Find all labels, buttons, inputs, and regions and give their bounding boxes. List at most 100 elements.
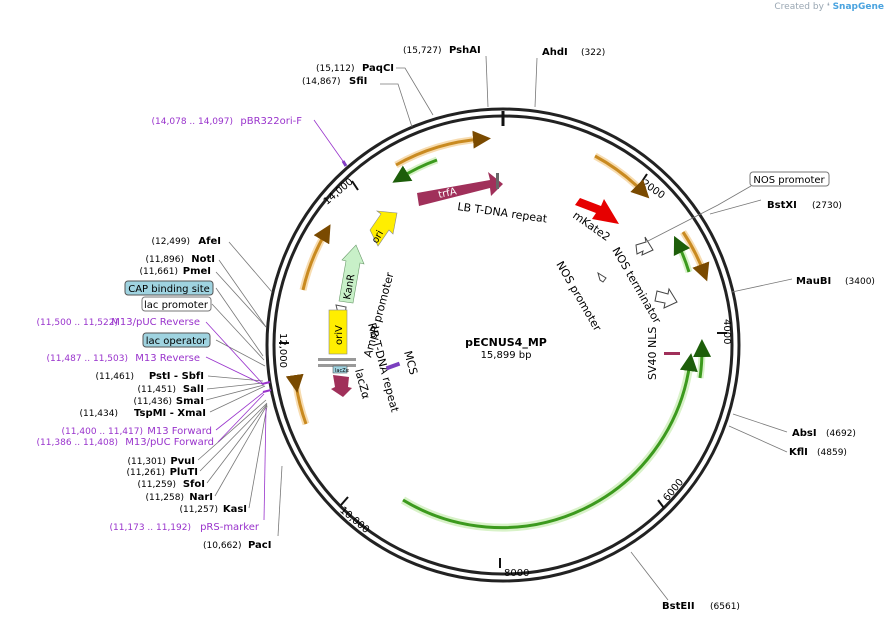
primer-pbr322ori-f-pos: (14,078 .. 14,097) (152, 117, 233, 127)
enzyme-ahdi-pos: (322) (581, 48, 605, 58)
plasmid-name: pECNUS4_MP (465, 336, 547, 349)
leader-lines-right (277, 55, 793, 601)
enzyme-tspmi-xmai-pos: (11,434) (79, 409, 118, 419)
trfa-feature-arrow (417, 172, 503, 206)
enzyme-ahdi: AhdI (542, 47, 568, 58)
enzyme-sfii: SfiI (349, 76, 367, 87)
primer-m13-forward: M13 Forward (147, 426, 212, 437)
enzyme-kfli: KflI (789, 447, 808, 458)
leader-lines-left (197, 241, 273, 509)
cap-binding-site-box (124, 280, 214, 296)
tick-label-12000: 12,000 (277, 333, 288, 368)
lacz-alpha-box-label: lacZα (335, 368, 350, 374)
primer-labels: pBR322ori-F (14,078 .. 14,097) M13/pUC R… (37, 116, 303, 533)
oriv-label: oriV (334, 325, 345, 345)
tick-label-10000: 10,000 (337, 505, 371, 536)
primer-cluster-mark (261, 381, 271, 385)
sv40-nls-mark (664, 352, 680, 355)
nos-promoter-inner-label: NOS promoter (553, 259, 604, 334)
enzyme-maubi-pos: (3400) (845, 277, 875, 287)
primer-m13-puc-forward-pos: (11,386 .. 11,408) (37, 438, 118, 448)
enzyme-kasi: KasI (223, 504, 247, 515)
nos-promoter-box (749, 171, 830, 187)
mcs-label: MCS (401, 349, 420, 376)
nos-promoter-box-label: NOS promoter (753, 175, 825, 186)
enzyme-nari: NarI (189, 492, 213, 503)
lb-tdna-repeat-mark (496, 173, 499, 189)
lac-operator-box (142, 332, 211, 348)
oriv-feature-box (328, 309, 348, 355)
nos-promoter-leader (647, 185, 752, 242)
enzyme-pvui-pos: (11,301) (127, 457, 166, 467)
lac-promoter-label: lac promoter (144, 300, 209, 311)
enzyme-labels-left: AfeI (12,499) NotI (11,896) PmeI (11,661… (79, 236, 247, 515)
enzyme-labels-right: AhdI (322) BstXI (2730) MauBI (3400) Abs… (203, 45, 875, 612)
enzyme-pluti-pos: (11,261) (126, 468, 165, 478)
tick-6000 (657, 499, 665, 509)
enzyme-bstxi-pos: (2730) (812, 201, 842, 211)
cap-binding-site-label: CAP binding site (128, 284, 210, 295)
enzyme-sfii-pos: (14,867) (302, 77, 341, 87)
enzyme-afei: AfeI (198, 236, 221, 247)
enzyme-sali-pos: (11,451) (137, 385, 176, 395)
primer-m13-reverse: M13 Reverse (135, 353, 200, 364)
primer-m13-puc-reverse: M13/pUC Reverse (111, 317, 200, 328)
enzyme-pshai: PshAI (449, 45, 481, 56)
enzyme-bstxi: BstXI (767, 200, 797, 211)
enzyme-pshai-pos: (15,727) (403, 46, 442, 56)
kanr-label: KanR (342, 273, 357, 300)
lacz-alpha-feature-arrow (331, 375, 352, 397)
rb-tdna-repeat-label: RB T-DNA repeat (365, 321, 402, 414)
enzyme-absi: AbsI (792, 428, 817, 439)
green-arc-right (673, 235, 691, 273)
backbone-outer-ring (265, 107, 741, 583)
primer-prs-marker: pRS-marker (200, 522, 260, 533)
enzyme-absi-pos: (4692) (826, 429, 856, 439)
enzyme-bsteii: BstEII (662, 601, 695, 612)
lb-tdna-repeat-label: LB T-DNA repeat (457, 200, 549, 226)
nos-terminator-arrow (654, 287, 678, 309)
mcs-feature-mark (385, 361, 401, 371)
primer-cluster-mark-2 (262, 389, 272, 393)
enzyme-pmei: PmeI (183, 266, 211, 277)
enzyme-bsteii-pos: (6561) (710, 602, 740, 612)
primer-m13-puc-reverse-pos: (11,500 .. 11,522) (37, 318, 118, 328)
enzyme-nari-pos: (11,258) (145, 493, 184, 503)
enzyme-paci: PacI (248, 540, 271, 551)
nos-promoter-arrow-mid (597, 271, 607, 283)
orf-arc-left (301, 224, 331, 291)
primer-prs-marker-pos: (11,173 .. 11,192) (110, 523, 191, 533)
mkate2-feature-arrow (575, 198, 619, 224)
primer-pbr322ori-f: pBR322ori-F (240, 116, 302, 127)
enzyme-pmei-pos: (11,661) (139, 267, 178, 277)
orf-arc-top (395, 130, 491, 167)
tick-label-8000: 8000 (504, 568, 529, 579)
lacz-alpha-box (332, 365, 348, 374)
tick-label-14000: 14,000 (322, 176, 356, 207)
enzyme-sali: SalI (183, 384, 204, 395)
enzyme-afei-pos: (12,499) (151, 237, 190, 247)
enzyme-smai: SmaI (176, 396, 204, 407)
sv40-nls-label: SV40 NLS (646, 327, 659, 380)
lac-operator-label: lac operator (146, 336, 207, 347)
enzyme-kasi-pos: (11,257) (179, 505, 218, 515)
tick-10000 (340, 496, 349, 506)
enzyme-psti-sbfi: PstI - SbfI (149, 371, 204, 382)
orf-arc-top-halo (394, 135, 483, 169)
enzyme-sfoi-pos: (11,259) (137, 480, 176, 490)
enzyme-tspmi-xmai: TspMI - XmaI (134, 408, 206, 419)
enzyme-psti-sbfi-pos: (11,461) (95, 372, 134, 382)
lac-promoter-box (141, 296, 212, 312)
green-arc-top (392, 158, 438, 183)
orf-arcs (285, 130, 710, 426)
primer-leader-lines (205, 119, 346, 521)
enzyme-pluti: PluTI (170, 467, 198, 478)
tick-14000 (351, 180, 359, 191)
snapgene-credit: Created by ❛ SnapGene (774, 2, 884, 12)
kanr-feature-arrow (338, 244, 365, 304)
enzyme-noti: NotI (191, 254, 215, 265)
mcs-mark-b (318, 364, 356, 367)
orf-arc-lower (285, 373, 308, 425)
orf-arc-right (594, 154, 650, 199)
